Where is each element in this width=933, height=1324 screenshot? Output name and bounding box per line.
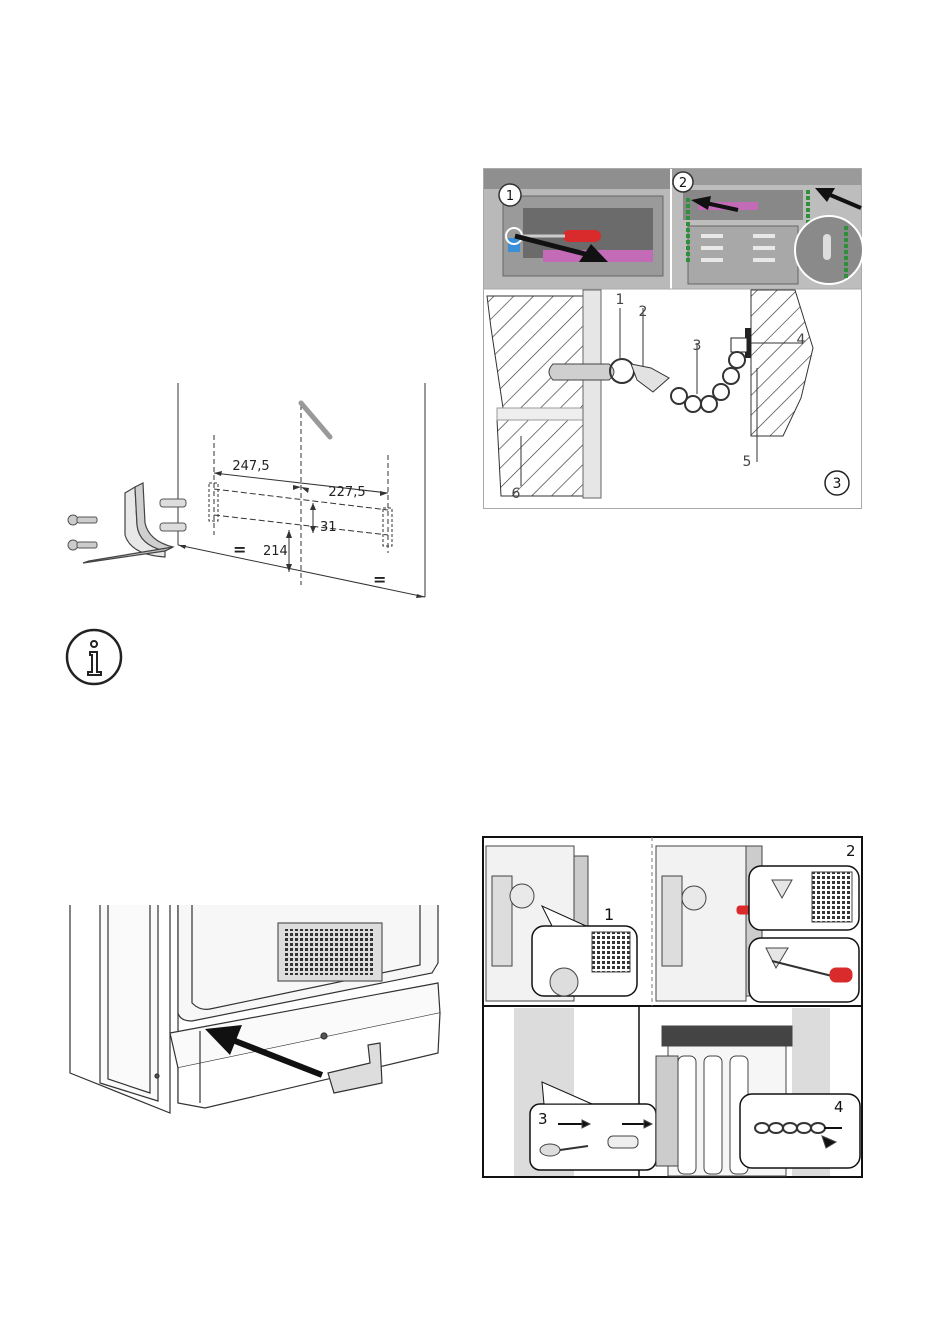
panel3-badge: 3 [833,476,842,492]
install-step-2-label: 2 [846,842,856,860]
callout-6: 6 [512,486,521,502]
pencil-icon [301,403,330,437]
chain-install-drawing: 1 2 3 [482,836,863,1178]
dim-left-span: 247,5 [232,459,269,474]
wall-plug-icon [160,499,186,531]
chain-install-figure: 1 2 3 [482,836,863,1178]
dim-right-span: 227,5 [328,485,365,500]
callout-4: 4 [797,332,806,348]
callout-1: 1 [616,292,625,308]
panel1-badge: 1 [506,189,514,204]
chain-panel-1: 1 [484,169,670,289]
dim-height: 214 [263,544,288,559]
install-step-4 [656,1008,860,1176]
bracket-dimension-figure: 247,5 227,5 31 214 = = [55,375,440,605]
install-step-4-label: 4 [834,1098,844,1116]
callout-3: 3 [693,338,702,354]
install-step-2 [656,846,859,1002]
chain-figure-drawing: 1 2 [483,168,862,509]
panel2-badge: 2 [679,176,687,191]
install-step-1-label: 1 [604,905,614,924]
equal-mark-left: = [233,540,246,559]
cooker-bracket-drawing [60,903,443,1118]
bracket-dimension-drawing: 247,5 227,5 31 214 = = [55,375,440,605]
dim-hole-spacing: 31 [320,520,337,535]
chain-figure: 1 2 [483,168,862,509]
cooker-bracket-insert-figure [60,903,443,1118]
install-step-3-label: 3 [538,1110,548,1128]
callout-5: 5 [743,454,752,470]
info-icon [64,627,124,687]
equal-mark-right: = [373,570,386,589]
chain-panel-2: 2 [672,169,862,289]
callout-2: 2 [639,304,648,320]
screw-icon [68,515,97,550]
